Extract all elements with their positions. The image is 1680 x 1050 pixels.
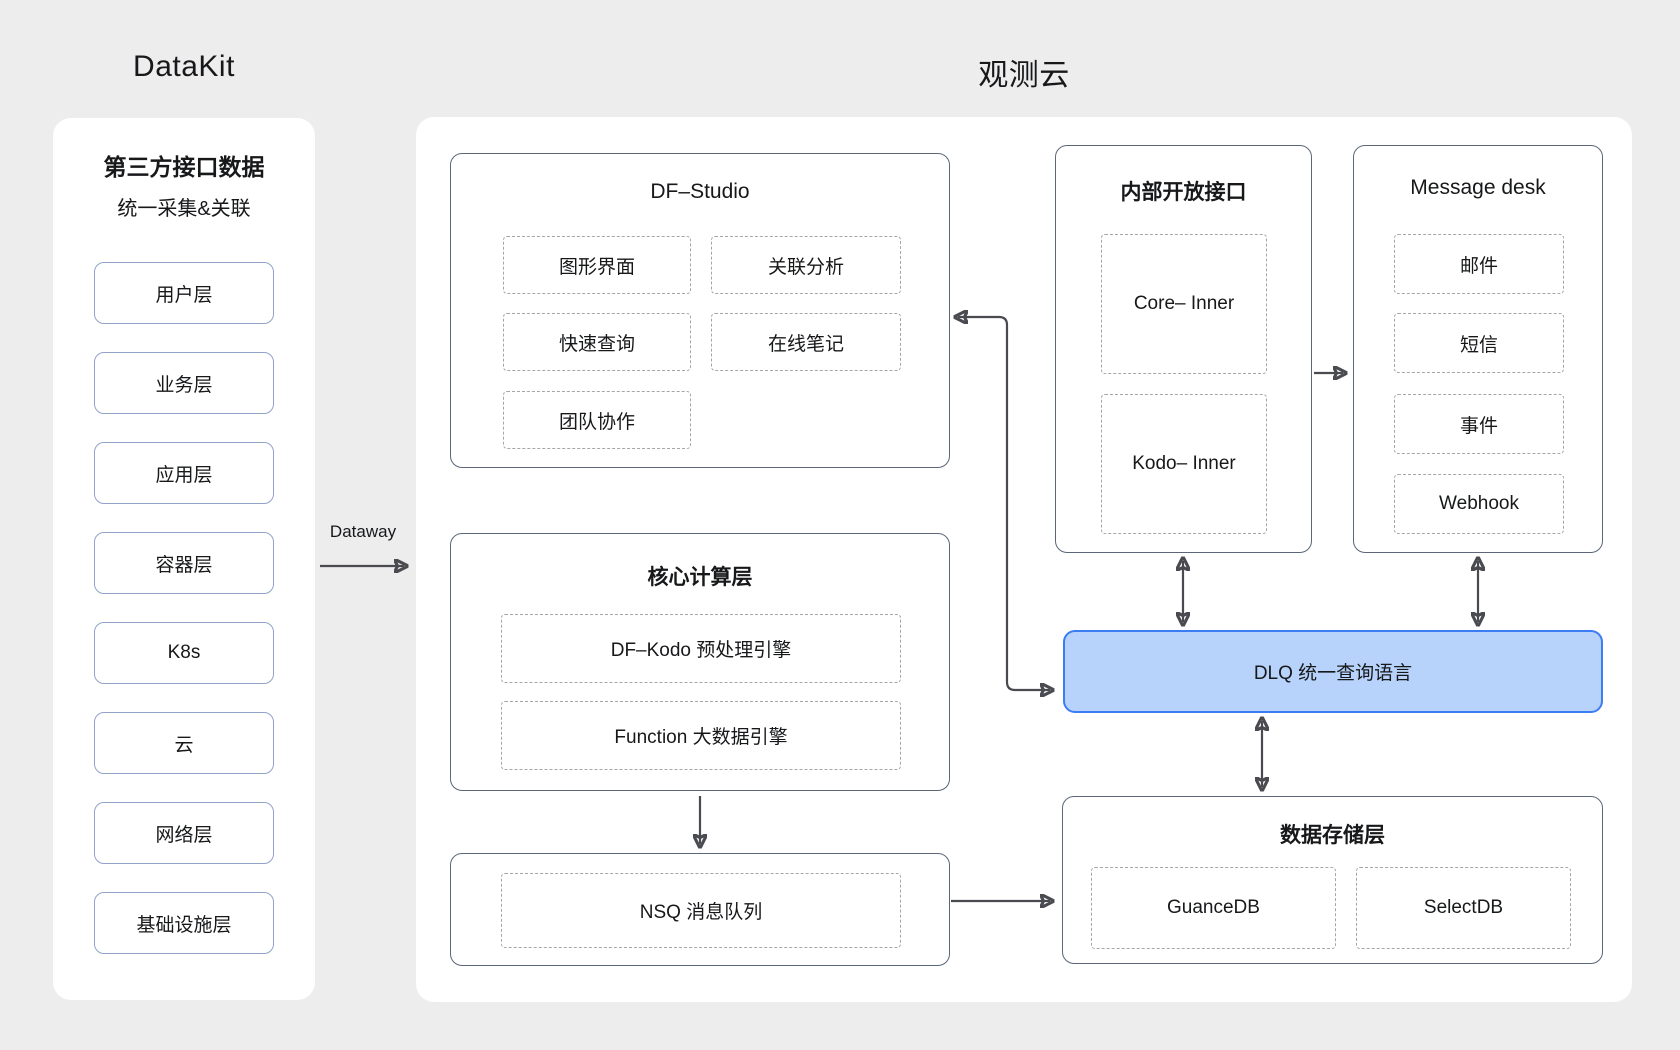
storage-item-guancedb: GuanceDB — [1091, 867, 1336, 949]
layer-business: 业务层 — [94, 352, 274, 414]
message-desk-box: Message desk 邮件 短信 事件 Webhook — [1353, 145, 1603, 553]
layer-user: 用户层 — [94, 262, 274, 324]
layer-app: 应用层 — [94, 442, 274, 504]
dlq-bar: DLQ 统一查询语言 — [1063, 630, 1603, 713]
core-compute-box: 核心计算层 DF–Kodo 预处理引擎 Function 大数据引擎 — [450, 533, 950, 791]
guance-panel: DF–Studio 图形界面 关联分析 快速查询 在线笔记 团队协作 核心计算层… — [416, 117, 1632, 1002]
layer-infra: 基础设施层 — [94, 892, 274, 954]
df-studio-box: DF–Studio 图形界面 关联分析 快速查询 在线笔记 团队协作 — [450, 153, 950, 468]
guance-header: 观测云 — [978, 59, 1070, 92]
message-desk-title: Message desk — [1410, 176, 1546, 199]
core-compute-title: 核心计算层 — [647, 566, 753, 589]
message-desk-item-sms: 短信 — [1394, 313, 1564, 373]
df-studio-item-quick-query: 快速查询 — [503, 313, 691, 371]
storage-item-selectdb: SelectDB — [1356, 867, 1571, 949]
inner-api-title: 内部开放接口 — [1120, 181, 1247, 204]
layer-k8s: K8s — [94, 622, 274, 684]
df-studio-item-online-notes: 在线笔记 — [711, 313, 901, 371]
datakit-header: DataKit — [133, 50, 235, 83]
storage-box: 数据存储层 GuanceDB SelectDB — [1062, 796, 1603, 964]
datakit-panel-subtitle: 统一采集&关联 — [117, 198, 251, 220]
df-studio-item-graph-ui: 图形界面 — [503, 236, 691, 294]
message-desk-item-event: 事件 — [1394, 394, 1564, 454]
message-desk-item-webhook: Webhook — [1394, 474, 1564, 534]
df-studio-item-correlation: 关联分析 — [711, 236, 901, 294]
datakit-panel: 第三方接口数据 统一采集&关联 用户层 业务层 应用层 容器层 K8s 云 网络… — [53, 118, 315, 1000]
dataway-label: Dataway — [329, 522, 397, 541]
storage-title: 数据存储层 — [1280, 824, 1385, 847]
datakit-panel-title: 第三方接口数据 — [103, 154, 265, 180]
inner-api-box: 内部开放接口 Core– Inner Kodo– Inner — [1055, 145, 1312, 553]
layer-container: 容器层 — [94, 532, 274, 594]
nsq-queue-item: NSQ 消息队列 — [501, 873, 901, 948]
inner-api-item-core-inner: Core– Inner — [1101, 234, 1267, 374]
message-desk-item-mail: 邮件 — [1394, 234, 1564, 294]
layer-cloud: 云 — [94, 712, 274, 774]
df-studio-title: DF–Studio — [650, 180, 750, 203]
inner-api-item-kodo-inner: Kodo– Inner — [1101, 394, 1267, 534]
df-studio-item-team-collab: 团队协作 — [503, 391, 691, 449]
layer-network: 网络层 — [94, 802, 274, 864]
nsq-box: NSQ 消息队列 — [450, 853, 950, 966]
core-compute-item-function: Function 大数据引擎 — [501, 701, 901, 770]
core-compute-item-df-kodo: DF–Kodo 预处理引擎 — [501, 614, 901, 683]
